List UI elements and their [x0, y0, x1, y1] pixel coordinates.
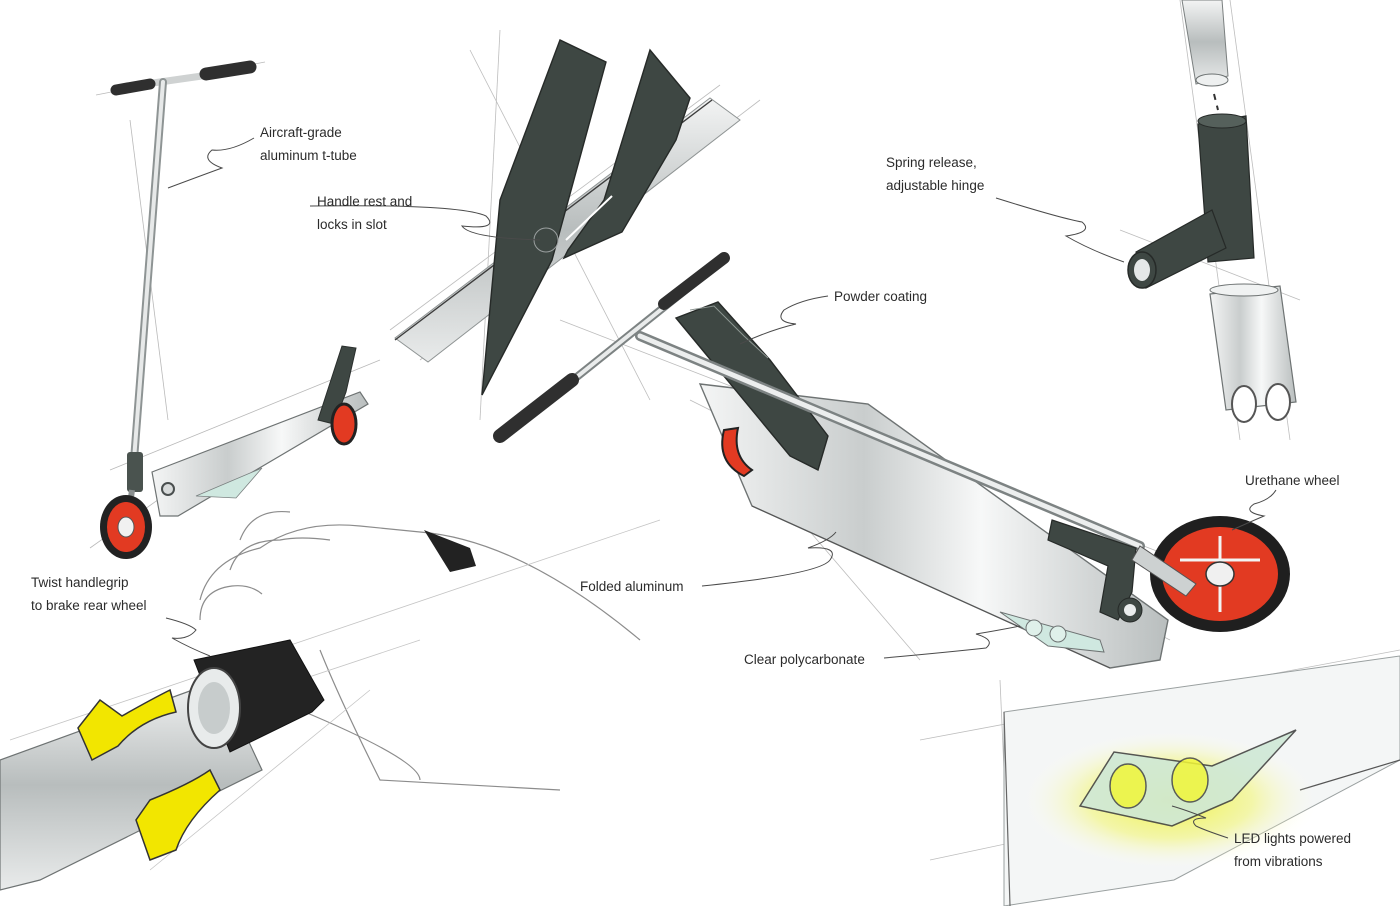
callout-leaders [165, 137, 1277, 839]
callout-folded-aluminum: Folded aluminum [580, 575, 684, 598]
callout-line: Urethane wheel [1245, 473, 1340, 488]
hinge-detail-sketch [1119, 0, 1301, 441]
callout-line: Spring release, [886, 155, 977, 170]
callout-line: to brake rear wheel [31, 598, 147, 613]
callout-line: from vibrations [1234, 854, 1323, 869]
callout-line: adjustable hinge [886, 178, 985, 193]
callout-led-lights: LED lights powered from vibrations [1234, 827, 1351, 873]
callout-handle-rest: Handle rest and locks in slot [317, 190, 412, 236]
small-scooter-sketch [89, 60, 381, 559]
callout-spring-hinge: Spring release, adjustable hinge [886, 151, 984, 197]
handle-rest-closeup-sketch [389, 29, 761, 421]
callout-line: Clear polycarbonate [744, 652, 865, 667]
callout-urethane-wheel: Urethane wheel [1245, 469, 1340, 492]
callout-line: Folded aluminum [580, 579, 684, 594]
callout-line: locks in slot [317, 217, 387, 232]
hand-twist-grip-sketch [0, 510, 661, 891]
led-lights-closeup-sketch [919, 649, 1400, 906]
callout-line: aluminum t-tube [260, 148, 357, 163]
callout-line: Twist handlegrip [31, 575, 129, 590]
callout-twist-grip: Twist handlegrip to brake rear wheel [31, 571, 147, 617]
callout-line: LED lights powered [1234, 831, 1352, 846]
callout-aircraft-tube: Aircraft-grade aluminum t-tube [260, 121, 357, 167]
callout-line: Aircraft-grade [260, 125, 342, 140]
callout-line: Handle rest and [317, 194, 413, 209]
folded-scooter-sketch [493, 252, 1290, 669]
callout-clear-polycarbonate: Clear polycarbonate [744, 648, 865, 671]
callout-line: Powder coating [834, 289, 928, 304]
callout-powder-coating: Powder coating [834, 285, 927, 308]
